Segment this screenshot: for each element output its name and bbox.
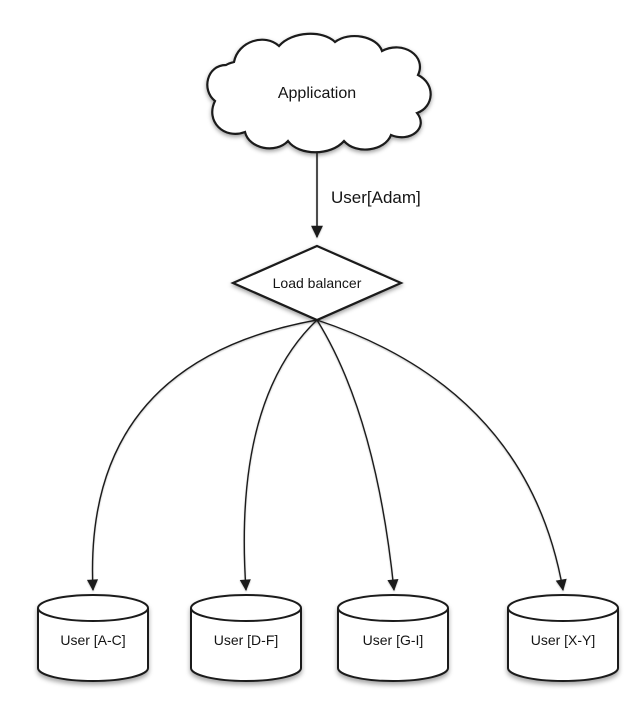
cylinder-top xyxy=(37,594,149,622)
application-label: Application xyxy=(278,85,356,102)
shard-label: User [A-C] xyxy=(60,632,125,648)
database-cylinder-x-y: User [X-Y] xyxy=(507,594,619,682)
load-balancer-label: Load balancer xyxy=(273,275,362,291)
balancer-to-shard-edges xyxy=(86,319,567,592)
database-cylinder-g-i: User [G-I] xyxy=(337,594,449,682)
shard-label: User [G-I] xyxy=(363,632,424,648)
edge-to-shard-x-y xyxy=(316,319,567,591)
cylinder-body xyxy=(337,608,449,682)
cloud-shape xyxy=(206,32,432,154)
application-cloud-node: Application xyxy=(206,32,432,154)
cloud-to-balancer-edge: User[Adam] xyxy=(311,153,421,239)
load-balancer-node: Load balancer xyxy=(230,244,404,322)
cylinder-top xyxy=(337,594,449,622)
database-cylinder-a-c: User [A-C] xyxy=(37,594,149,682)
cylinder-top xyxy=(507,594,619,622)
edge-to-shard-a-c xyxy=(86,319,318,592)
cylinder-body xyxy=(190,608,302,682)
cylinder-body xyxy=(507,608,619,682)
shard-label: User [D-F] xyxy=(214,632,279,648)
cylinder-top xyxy=(190,594,302,622)
request-edge-label: User[Adam] xyxy=(331,188,421,207)
cylinder-body xyxy=(37,608,149,682)
edge-to-shard-g-i xyxy=(316,319,399,592)
database-cylinder-d-f: User [D-F] xyxy=(190,594,302,682)
shard-label: User [X-Y] xyxy=(531,632,596,648)
edge-to-shard-d-f xyxy=(239,319,318,592)
